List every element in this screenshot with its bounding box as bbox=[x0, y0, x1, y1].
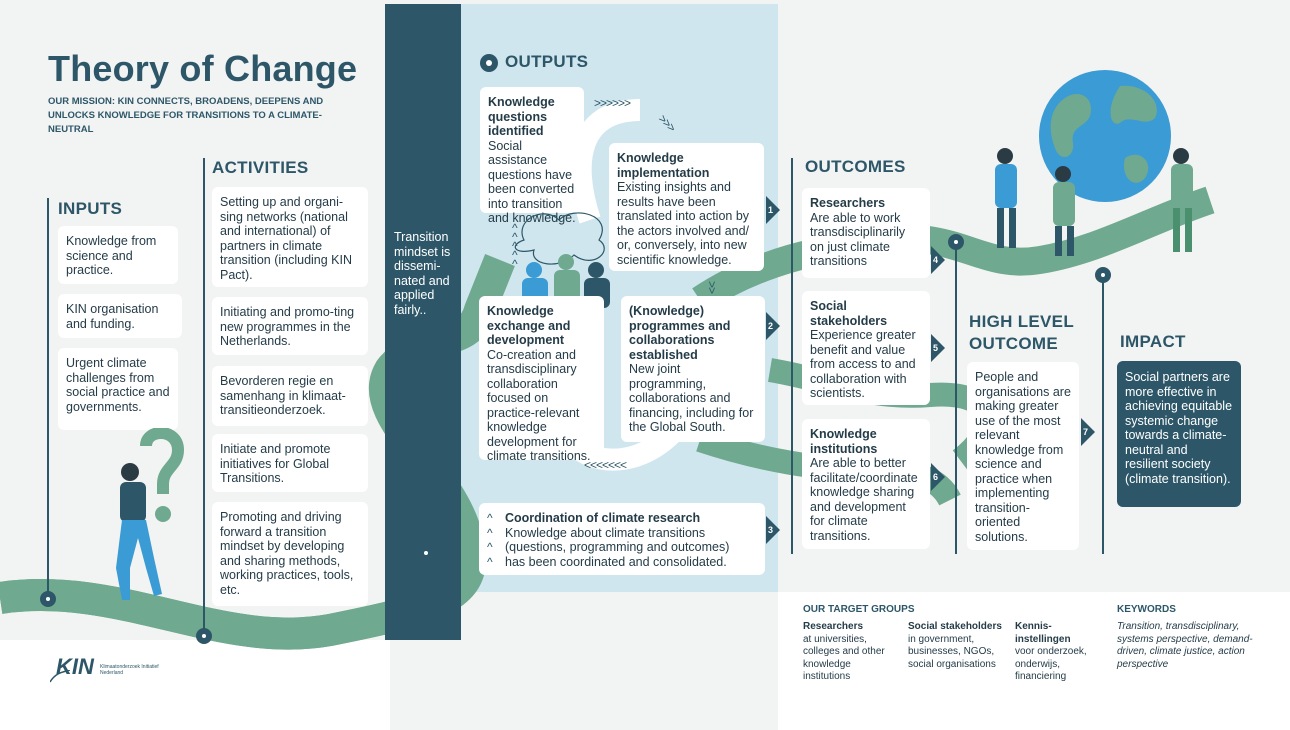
outcome-researchers-card: Researchers Are able to work transdiscip… bbox=[802, 188, 930, 278]
impact-card: Social partners are more effective in ac… bbox=[1117, 361, 1241, 507]
target-group-body: voor onderzoek, onderwijs, financiering bbox=[1015, 646, 1087, 682]
step-number: 7 bbox=[1083, 427, 1089, 437]
outputs-marker-icon bbox=[480, 54, 498, 72]
step-arrow-icon bbox=[766, 516, 780, 544]
high-level-line bbox=[955, 242, 957, 554]
output-coordination-line: (questions, programming and outcomes) bbox=[505, 540, 730, 554]
keywords-heading: KEYWORDS bbox=[1117, 604, 1176, 615]
step-number: 6 bbox=[933, 472, 939, 482]
step-arrow-icon bbox=[931, 463, 945, 491]
chevrons-up-icon: ^^^^ bbox=[487, 511, 493, 569]
target-group: Researchers at universities, colleges an… bbox=[803, 621, 898, 684]
step-arrow-icon bbox=[766, 196, 780, 224]
output-coordination-line: has been coordinated and consolidated. bbox=[505, 554, 727, 569]
target-area bbox=[778, 592, 1290, 730]
outcomes-heading: OUTCOMES bbox=[805, 157, 906, 176]
chevrons-down-icon: >> bbox=[705, 280, 720, 294]
chevrons-up-icon: ^^^^^ bbox=[512, 221, 518, 271]
outcome-institutions-card: Knowledge institutions Are able to bette… bbox=[802, 419, 930, 549]
output-programmes-body: New joint programming, collaborations an… bbox=[629, 362, 754, 434]
outcomes-line bbox=[791, 158, 793, 554]
input-card: Knowledge from science and practice. bbox=[58, 226, 178, 284]
output-coordination-title: Coordination of climate research bbox=[505, 511, 701, 525]
input-card: KIN organisation and funding. bbox=[58, 294, 182, 338]
impact-line bbox=[1102, 276, 1104, 554]
target-group-title: Researchers bbox=[803, 621, 864, 632]
target-group-title: Kennis-instellingen bbox=[1015, 621, 1071, 645]
page-title: Theory of Change bbox=[48, 48, 358, 89]
inputs-heading: INPUTS bbox=[58, 199, 123, 218]
step-arrow-icon bbox=[766, 312, 780, 340]
impact-heading: IMPACT bbox=[1120, 332, 1186, 351]
path-marker-icon bbox=[1095, 267, 1111, 283]
activity-card: Bevorderen regie en samenhang in klimaat… bbox=[212, 366, 368, 426]
transition-band-text: Transition mindset is dissemi-nated and … bbox=[394, 230, 451, 317]
output-coordination-card: Coordination of climate research Knowled… bbox=[479, 503, 765, 575]
step-number: 5 bbox=[933, 343, 939, 353]
step-arrow-icon bbox=[1081, 418, 1095, 446]
high-level-heading: HIGH LEVEL bbox=[969, 312, 1075, 331]
inputs-line bbox=[47, 198, 49, 598]
target-groups-heading: OUR TARGET GROUPS bbox=[803, 604, 915, 615]
activity-card: Setting up and organi-sing networks (nat… bbox=[212, 187, 368, 287]
keywords-body: Transition, transdisciplinary, systems p… bbox=[1117, 621, 1253, 670]
step-number: 3 bbox=[768, 525, 774, 535]
globe-people-icon bbox=[995, 70, 1193, 256]
path-marker-icon bbox=[948, 234, 964, 250]
chevrons-left-icon: <<<<<<< bbox=[584, 458, 627, 472]
output-implementation-card: Knowledge implementation Existing insigh… bbox=[609, 143, 764, 271]
activity-card: Initiate and promote initiatives for Glo… bbox=[212, 434, 368, 492]
path-marker-icon bbox=[196, 628, 212, 644]
footer-area bbox=[0, 640, 390, 730]
step-arrow-icon bbox=[931, 246, 945, 274]
transition-band bbox=[385, 4, 461, 640]
target-group-title: Social stakeholders bbox=[908, 621, 1002, 632]
output-exchange-body: Co-creation and transdisciplinary collab… bbox=[487, 347, 591, 464]
output-programmes-title: (Knowledge) programmes and collaboration… bbox=[629, 304, 731, 362]
outcome-institutions-title: Knowledge institutions bbox=[810, 427, 878, 456]
activity-card: Promoting and driving forward a transiti… bbox=[212, 502, 368, 606]
target-group: Kennis-instellingen voor onderzoek, onde… bbox=[1015, 621, 1100, 684]
outcome-researchers-body: Are able to work transdisciplinarily on … bbox=[810, 210, 906, 269]
output-exchange-title: Knowledge exchange and development bbox=[487, 304, 571, 347]
output-coordination-line: Knowledge about climate transitions bbox=[505, 525, 706, 540]
output-implementation-title: Knowledge implementation bbox=[617, 151, 710, 180]
kin-logo: KIN Klimaatonderzoek Initiatief Nederlan… bbox=[50, 654, 160, 684]
step-number: 4 bbox=[933, 255, 939, 265]
kin-logo-text: KIN bbox=[56, 654, 94, 679]
outcome-social-title: Social stakeholders bbox=[810, 299, 888, 328]
path-marker-icon bbox=[418, 545, 434, 561]
high-level-heading: OUTCOME bbox=[969, 334, 1058, 353]
output-questions-card: Knowledge questions identified Social as… bbox=[480, 87, 584, 225]
path-marker-icon bbox=[40, 591, 56, 607]
output-programmes-card: (Knowledge) programmes and collaboration… bbox=[621, 296, 765, 442]
leaf-icon bbox=[50, 670, 70, 683]
chevrons-right-icon: >>>>>> bbox=[594, 96, 631, 110]
kin-logo-sub: Klimaatonderzoek Initiatief Nederland bbox=[100, 664, 159, 676]
outcome-researchers-title: Researchers bbox=[810, 196, 886, 210]
output-questions-body: Social assistance questions have been co… bbox=[488, 138, 576, 226]
outcome-institutions-body: Are able to better facilitate/coordinate… bbox=[810, 456, 918, 543]
outputs-heading: OUTPUTS bbox=[505, 52, 589, 71]
outcome-social-card: Social stakeholders Experience greater b… bbox=[802, 291, 930, 405]
output-questions-title: Knowledge questions identified bbox=[488, 95, 555, 138]
target-group-body: at universities, colleges and other know… bbox=[803, 633, 885, 683]
target-group-body: in government, businesses, NGOs, social … bbox=[908, 633, 996, 670]
mission-text: OUR MISSION: KIN CONNECTS, BROADENS, DEE… bbox=[48, 96, 324, 135]
target-group: Social stakeholders in government, busin… bbox=[908, 621, 1003, 671]
input-card: Urgent climate challenges from social pr… bbox=[58, 348, 178, 430]
step-number: 1 bbox=[768, 205, 774, 215]
person-question-icon bbox=[116, 428, 185, 600]
activity-card: Initiating and promo-ting new programmes… bbox=[212, 297, 368, 355]
high-level-card: People and organisations are making grea… bbox=[967, 362, 1079, 550]
step-arrow-icon bbox=[931, 334, 945, 362]
outcome-social-body: Experience greater benefit and value fro… bbox=[810, 328, 916, 400]
activities-heading: ACTIVITIES bbox=[212, 158, 309, 177]
output-implementation-body: Existing insights and results have been … bbox=[617, 180, 750, 267]
activities-line bbox=[203, 158, 205, 636]
output-exchange-card: Knowledge exchange and development Co-cr… bbox=[479, 296, 604, 463]
step-number: 2 bbox=[768, 321, 774, 331]
